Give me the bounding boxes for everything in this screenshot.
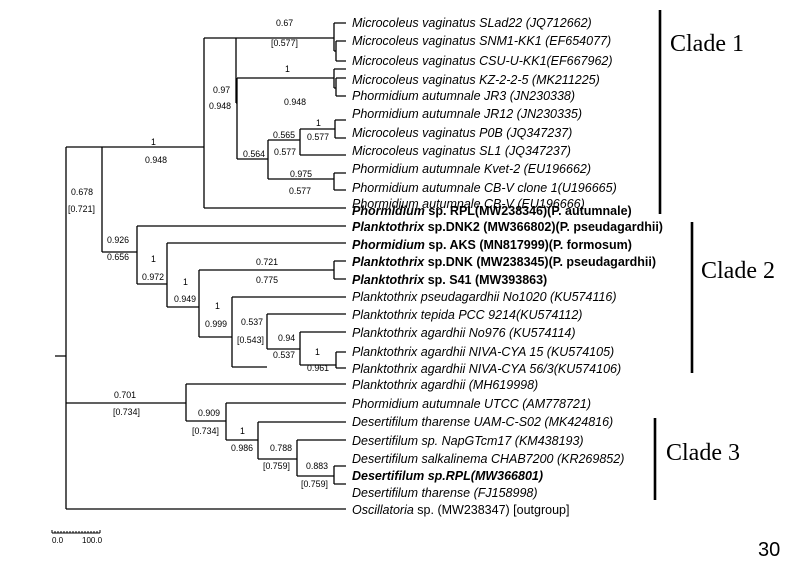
support-value: 0.949 xyxy=(174,294,196,304)
clade-annotations: Clade 1 Clade 2 Clade 3 xyxy=(653,10,775,500)
taxon-label: Desertifilum sp. NapGTcm17 (KM438193) xyxy=(352,434,584,448)
support-value: 0.961 xyxy=(307,363,329,373)
support-value: 1 xyxy=(151,254,156,264)
taxon-label: Planktothrix agardhii No976 (KU574114) xyxy=(352,326,576,340)
support-value: 1 xyxy=(240,426,245,436)
taxon-label: Desertifilum tharense (FJ158998) xyxy=(352,486,538,500)
support-value: 0.577 xyxy=(307,132,329,142)
support-value: 0.721 xyxy=(256,257,278,267)
taxon-label: Microcoleus vaginatus P0B (JQ347237) xyxy=(352,126,572,140)
support-value: 0.678 xyxy=(71,187,93,197)
support-value: [0.759] xyxy=(301,479,328,489)
support-values: 0.67 [0.577] 1 0.948 0.97 0.948 1 0.565 … xyxy=(68,18,329,489)
taxon-label: Desertifilum tharense UAM-C-S02 (MK42481… xyxy=(352,415,613,429)
support-value: 0.564 xyxy=(243,149,265,159)
support-value: 0.67 xyxy=(276,18,293,28)
clade-2-label: Clade 2 xyxy=(701,258,775,284)
support-value: 0.948 xyxy=(284,97,306,107)
support-value: 0.97 xyxy=(213,85,230,95)
taxon-label: Microcoleus vaginatus CSU-U-KK1(EF667962… xyxy=(352,54,613,68)
taxon-label-highlighted: Planktothrix sp.DNK (MW238345)(P. pseuda… xyxy=(352,255,656,269)
support-value: 0.986 xyxy=(231,443,253,453)
support-value: 0.701 xyxy=(114,390,136,400)
taxon-label-highlighted: Phormidium sp. AKS (MN817999)(P. formosu… xyxy=(352,238,632,252)
taxon-label-highlighted: Planktothrix sp. S41 (MW393863) xyxy=(352,273,547,287)
taxon-label: Microcoleus vaginatus SNM1-KK1 (EF654077… xyxy=(352,34,611,48)
support-value: 0.926 xyxy=(107,235,129,245)
support-value: 1 xyxy=(285,64,290,74)
taxon-label: Phormidium autumnale UTCC (AM778721) xyxy=(352,397,591,411)
support-value: 1 xyxy=(151,137,156,147)
support-value: [0.577] xyxy=(271,38,298,48)
taxon-label: Phormidium autumnale JR12 (JN230335) xyxy=(352,107,582,121)
taxon-label: Planktothrix pseudagardhii No1020 (KU574… xyxy=(352,290,617,304)
taxon-label: Microcoleus vaginatus SL1 (JQ347237) xyxy=(352,144,571,158)
support-value: 0.948 xyxy=(145,155,167,165)
support-value: [0.734] xyxy=(113,407,140,417)
support-value: 0.972 xyxy=(142,272,164,282)
taxon-label: Planktothrix tepida PCC 9214(KU574112) xyxy=(352,308,582,322)
taxon-label: Phormidium autumnale JR3 (JN230338) xyxy=(352,89,575,103)
support-value: 0.775 xyxy=(256,275,278,285)
support-value: [0.759] xyxy=(263,461,290,471)
scale-label-start: 0.0 xyxy=(52,536,64,545)
support-value: 0.565 xyxy=(273,130,295,140)
taxon-label: Microcoleus vaginatus KZ-2-2-5 (MK211225… xyxy=(352,73,600,87)
support-value: 0.883 xyxy=(306,461,328,471)
support-value: 0.577 xyxy=(274,147,296,157)
taxon-label-highlighted: Phormidium sp. RPL(MW238346)(P. autumnal… xyxy=(352,204,632,218)
taxon-label: Planktothrix agardhii (MH619998) xyxy=(352,378,538,392)
support-value: 0.537 xyxy=(273,350,295,360)
support-value: 0.788 xyxy=(270,443,292,453)
scale-label-end: 100.0 xyxy=(82,536,103,545)
page-number: 30 xyxy=(758,539,780,561)
support-value: 0.537 xyxy=(241,317,263,327)
support-value: 0.909 xyxy=(198,408,220,418)
tree-branches xyxy=(55,22,346,510)
taxon-label: Oscillatoria sp. (MW238347) [outgroup] xyxy=(352,503,569,517)
taxon-label: Phormidium autumnale Kvet-2 (EU196662) xyxy=(352,162,591,176)
support-value: 1 xyxy=(183,277,188,287)
taxon-label-highlighted: Desertifilum sp.RPL(MW366801) xyxy=(352,469,543,483)
support-value: 0.656 xyxy=(107,252,129,262)
support-value: 0.94 xyxy=(278,333,295,343)
support-value: [0.543] xyxy=(237,335,264,345)
clade-3-label: Clade 3 xyxy=(666,440,740,466)
taxon-labels: Microcoleus vaginatus SLad22 (JQ712662) … xyxy=(352,16,663,517)
clade-1-label: Clade 1 xyxy=(670,31,744,57)
taxon-label: Microcoleus vaginatus SLad22 (JQ712662) xyxy=(352,16,592,30)
taxon-label: Phormidium autumnale CB-V clone 1(U19666… xyxy=(352,181,617,195)
support-value: 0.999 xyxy=(205,319,227,329)
support-value: 1 xyxy=(215,301,220,311)
support-value: 1 xyxy=(315,347,320,357)
support-value: [0.721] xyxy=(68,204,95,214)
support-value: 1 xyxy=(316,118,321,128)
support-value: [0.734] xyxy=(192,426,219,436)
support-value: 0.948 xyxy=(209,101,231,111)
taxon-label: Phormidium autumnale CB-V (EU196666) xyxy=(352,197,585,211)
taxon-label: Planktothrix agardhii NIVA-CYA 56/3(KU57… xyxy=(352,362,621,376)
scale-bar: 0.0 100.0 xyxy=(51,530,103,545)
support-value: 0.577 xyxy=(289,186,311,196)
taxon-label: Desertifilum salkalinema CHAB7200 (KR269… xyxy=(352,452,624,466)
support-value: 0.975 xyxy=(290,169,312,179)
taxon-label: Planktothrix agardhii NIVA-CYA 15 (KU574… xyxy=(352,345,614,359)
taxon-label-highlighted: Planktothrix sp.DNK2 (MW366802)(P. pseud… xyxy=(352,220,663,234)
